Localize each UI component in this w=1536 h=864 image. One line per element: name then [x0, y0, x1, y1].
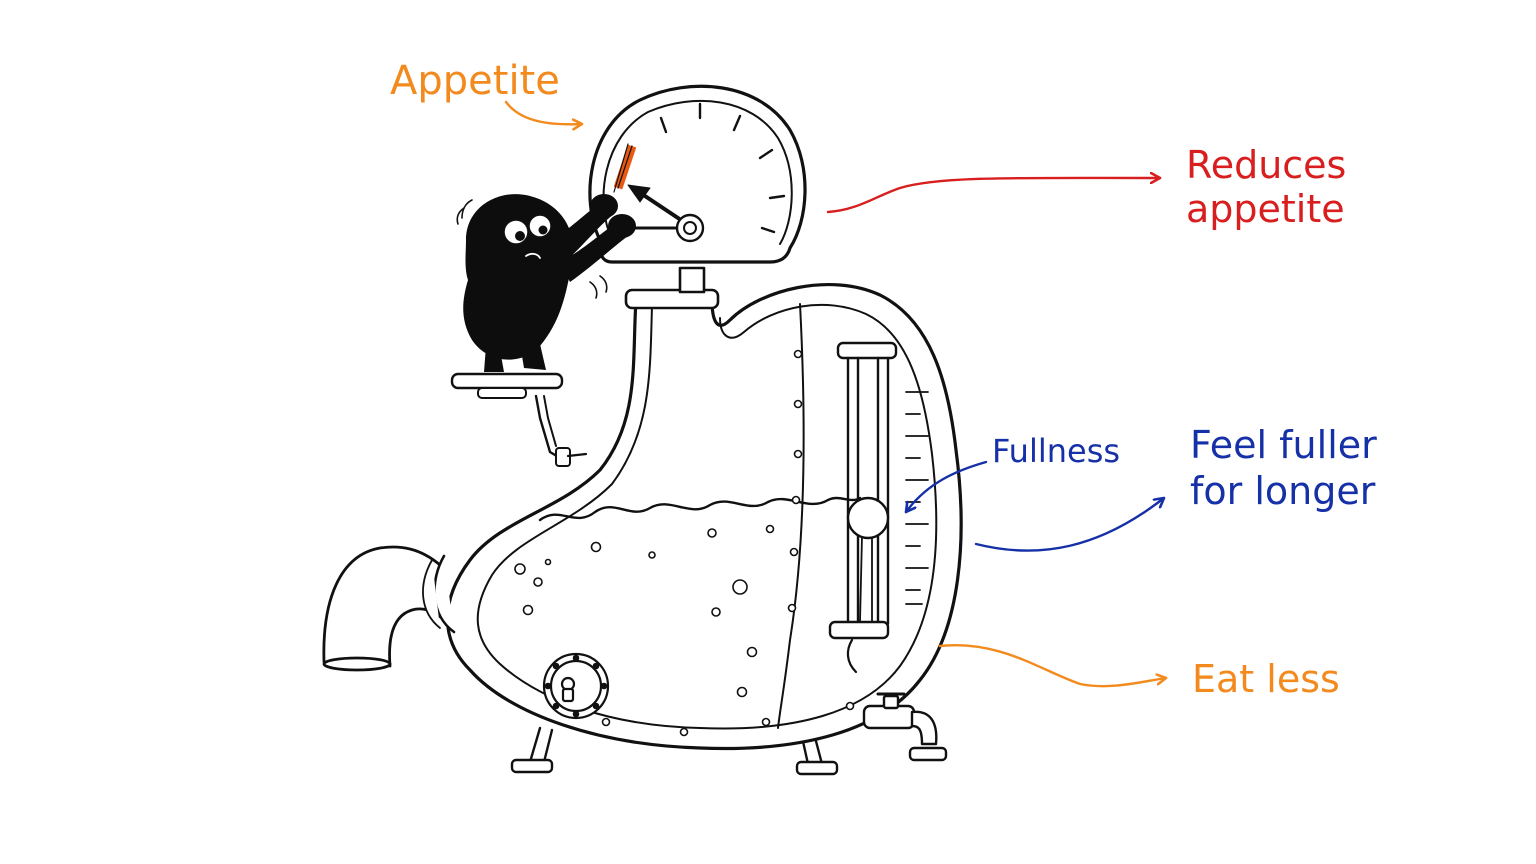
neck-flange [624, 266, 720, 310]
label-feel-fuller-line2: for longer [1190, 469, 1376, 513]
appetite-arrow [504, 100, 582, 124]
rivets [601, 349, 855, 737]
reduces-appetite-arrow [826, 178, 1160, 214]
porthole-hatch [542, 652, 610, 720]
fullness-float-gauge [828, 341, 929, 674]
label-eat-less: Eat less [1192, 657, 1340, 701]
eat-less-arrow [938, 644, 1166, 688]
label-reduces-appetite-line2: appetite [1186, 187, 1345, 231]
fullness-arrow [906, 460, 988, 512]
feel-fuller-arrow [974, 498, 1164, 552]
appetite-gauge-icon [588, 84, 807, 264]
stomach-machine-illustration [322, 266, 963, 776]
stomach-inner-wall [476, 303, 938, 730]
blob-character-icon [456, 194, 636, 372]
bubbles [514, 524, 775, 698]
gauge-ticks [659, 102, 786, 234]
label-reduces-appetite-line1: Reduces [1186, 143, 1346, 187]
inlet-pipe [322, 545, 456, 672]
label-fullness: Fullness [992, 432, 1120, 470]
platform-stool [450, 372, 588, 467]
label-appetite: Appetite [390, 58, 560, 104]
drain-tap-icon [862, 692, 948, 762]
label-feel-fuller-line1: Feel fuller [1190, 423, 1377, 467]
stomach-liquid-surface [538, 496, 862, 522]
